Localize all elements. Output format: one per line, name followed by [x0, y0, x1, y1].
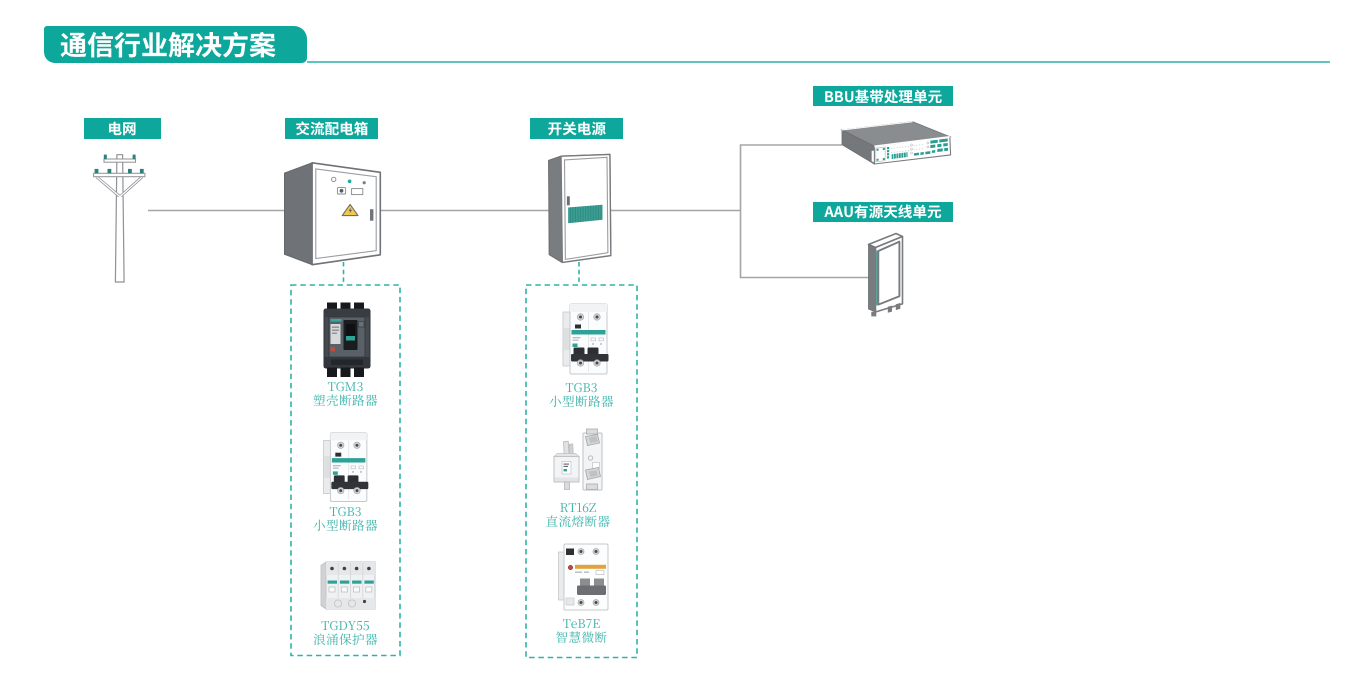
molded-case-breaker-icon — [323, 302, 371, 377]
product-model: TGB3 — [565, 378, 598, 396]
bbu-rack-unit-icon — [840, 121, 952, 165]
label-switching-power-supply: 开关电源 — [530, 118, 624, 139]
miniature-breaker-icon — [562, 303, 609, 375]
title-banner: 通信行业解决方案 — [44, 26, 307, 63]
connector-lines — [148, 144, 869, 279]
dc-fuse-icon — [552, 428, 603, 491]
product-name: 智慧微断 — [555, 627, 608, 647]
product-caption: TGDY55 浪涌保护器 — [291, 616, 401, 648]
power-cabinet-icon — [548, 153, 612, 264]
product-name: 小型断路器 — [313, 514, 378, 534]
product-caption: TGB3 小型断路器 — [291, 502, 401, 534]
product-name: 塑壳断路器 — [313, 390, 378, 410]
product-model: TGDY55 — [321, 616, 370, 634]
dashed-connectors — [342, 262, 580, 284]
product-model: RT16Z — [559, 498, 597, 516]
label-bbu: BBU基带处理单元 — [813, 86, 953, 107]
product-caption: TGM3 塑壳断路器 — [291, 378, 401, 410]
product-caption: RT16Z 直流熔断器 — [523, 498, 633, 530]
product-group-box-acbox — [290, 284, 401, 657]
product-caption: TGB3 小型断路器 — [527, 378, 637, 410]
label-ac-distribution-box: 交流配电箱 — [285, 118, 379, 139]
line-junction-to-bbu-aau — [739, 144, 869, 279]
product-caption: TeB7E 智慧微断 — [527, 615, 637, 647]
product-model: TGM3 — [327, 378, 364, 395]
surge-protector-icon — [320, 561, 376, 610]
product-model: TeB7E — [562, 615, 601, 632]
page-title: 通信行业解决方案 — [60, 24, 276, 63]
utility-pole-icon — [93, 154, 146, 283]
label-power-grid: 电网 — [83, 118, 161, 139]
product-name: 浪涌保护器 — [313, 628, 378, 648]
product-name: 小型断路器 — [549, 390, 614, 410]
miniature-breaker-icon — [323, 432, 369, 502]
product-name: 直流熔断器 — [545, 510, 611, 530]
aau-antenna-icon — [867, 232, 904, 317]
product-model: TGB3 — [329, 502, 362, 520]
title-underline — [306, 60, 1330, 63]
distribution-cabinet-icon — [284, 162, 382, 266]
label-aau: AAU有源天线单元 — [813, 201, 953, 222]
bbu-front-panel — [875, 138, 949, 163]
smart-breaker-icon — [558, 543, 609, 611]
